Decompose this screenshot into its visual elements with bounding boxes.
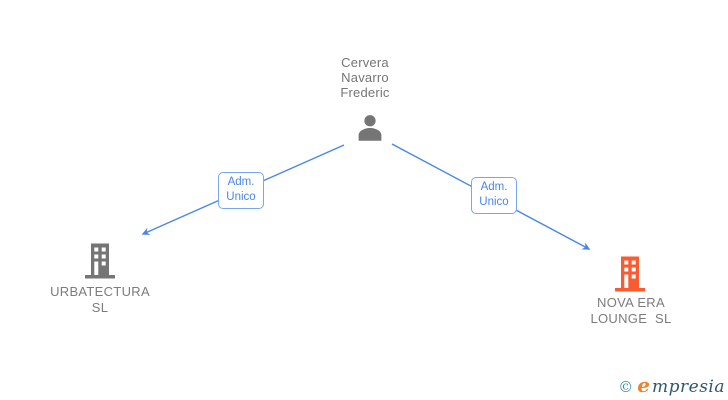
company-name-line: URBATECTURA	[50, 284, 150, 299]
building-icon-nova-era[interactable]	[613, 254, 647, 292]
company-node-nova-era[interactable]: NOVA ERA LOUNGE SL	[556, 295, 706, 326]
brand-initial: e	[637, 373, 650, 397]
building-icon-urbatectura[interactable]	[83, 241, 117, 279]
company-name-line: LOUNGE SL	[590, 310, 672, 326]
company-name-line: SL	[91, 299, 109, 315]
edge-label-line: Unico	[479, 196, 509, 208]
edge-label-line: Unico	[226, 191, 256, 203]
edge-label-adm-unico-left[interactable]: Adm. Unico	[218, 172, 264, 209]
company-node-urbatectura[interactable]: URBATECTURA SL	[25, 284, 175, 315]
person-node-name[interactable]: Cervera Navarro Frederic	[295, 55, 435, 100]
empresia-logo[interactable]: © e mpresia	[618, 373, 725, 397]
company-name-line: NOVA ERA	[597, 295, 665, 310]
person-name-line: Navarro	[341, 70, 389, 85]
person-name-line: Frederic	[340, 85, 390, 100]
brand-name: mpresia	[652, 377, 725, 397]
person-icon[interactable]	[355, 112, 385, 143]
edge-label-adm-unico-right[interactable]: Adm. Unico	[471, 177, 517, 214]
person-name-line: Cervera	[341, 55, 389, 70]
edge-label-line: Adm.	[227, 176, 255, 188]
copyright-icon: ©	[618, 378, 634, 396]
edge-label-line: Adm.	[480, 181, 508, 193]
